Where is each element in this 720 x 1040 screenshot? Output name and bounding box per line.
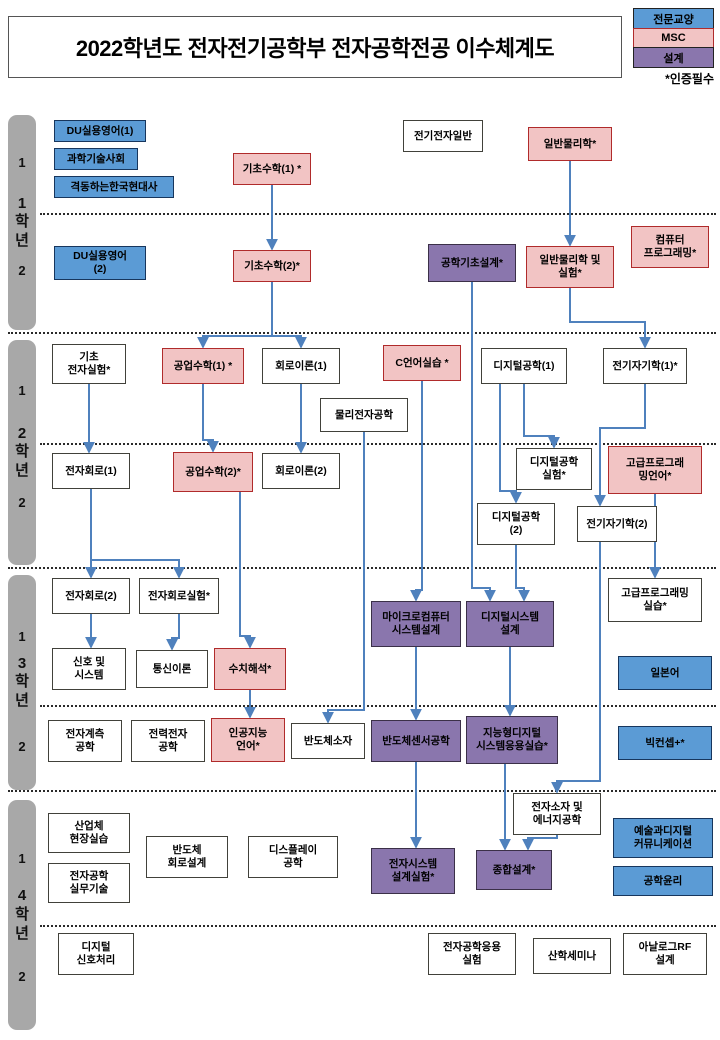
legend: 전문교양 MSC 설계 [633,8,714,68]
course-circuit-theory-2: 회로이론(2) [262,453,340,489]
course-digital-engineering-lab: 디지털공학 실험* [516,448,592,490]
course-electronic-circuits-1: 전자회로(1) [52,453,130,489]
course-electronic-circuits-lab: 전자회로실험* [139,578,219,614]
course-electronic-instrumentation: 전자계측 공학 [48,720,122,762]
year-bar-3: 1 2 3 학 년 [8,575,36,790]
prereq-arrow-basic-math-2--engineering-math-1 [197,282,273,349]
prereq-arrow-electromagnetics-2--electronic-devices-energy [551,542,601,794]
year-2-semester-2-label: 2 [18,495,26,510]
year-3-semester-1-label: 1 [18,629,26,644]
divider-year4-semesters [40,925,716,927]
course-industry-field-training: 산업체 현장실습 [48,813,130,853]
prereq-arrow-electronic-circuits-lab--communication-theory [166,614,180,651]
course-engineering-ethics: 공학윤리 [613,866,713,896]
year-4-semester-1-label: 1 [18,851,26,866]
year-1-label: 1 학 년 [15,194,29,249]
year-3-label: 3 학 년 [15,654,29,709]
prereq-arrow-digital-engineering-2--digital-system-design [515,545,530,602]
course-digital-system-design: 디지털시스템 설계 [466,601,554,647]
legend-item-msc: MSC [633,27,714,49]
course-capstone-design: 종합설계* [476,850,552,890]
course-science-tech-society: 과학기술사회 [54,148,138,170]
course-electronics-practical-skills: 전자공학 실무기술 [48,863,130,903]
year-2-label: 2 학 년 [15,424,29,479]
course-engineering-math-2: 공업수학(2)* [173,452,253,492]
prereq-arrow-general-physics-lab--electromagnetics-1 [569,288,651,349]
page-title: 2022학년도 전자전기공학부 전자공학전공 이수체계도 [8,16,622,78]
certification-required-note: *인증필수 [665,72,714,86]
course-electromagnetics-1: 전기자기학(1)* [603,348,687,384]
course-digital-engineering-1: 디지털공학(1) [481,348,567,384]
divider-year2-year3 [8,567,716,569]
course-digital-signal-processing: 디지털 신호처리 [58,933,134,975]
prereq-arrow-engineering-math-1--engineering-math-2 [202,384,219,453]
course-du-english-2: DU실용영어 (2) [54,246,146,280]
course-intelligent-digital-system-practice: 지능형디지털 시스템응용실습* [466,716,558,764]
course-du-english-1: DU실용영어(1) [54,120,146,142]
course-general-physics: 일반물리학* [528,127,612,161]
divider-year2-semesters [40,443,716,445]
year-1-semester-2-label: 2 [18,263,26,278]
course-electronic-system-design-lab: 전자시스템 설계실험* [371,848,455,894]
course-advanced-programming-practice: 고급프로그래밍 실습* [608,578,702,622]
course-power-electronics: 전력전자 공학 [131,720,205,762]
course-electromagnetics-2: 전기자기학(2) [577,506,657,542]
year-1-semester-1-label: 1 [18,155,26,170]
course-electronic-circuits-2: 전자회로(2) [52,578,130,614]
year-bar-2: 1 2 2 학 년 [8,340,36,565]
course-display-engineering: 디스플레이 공학 [248,836,338,878]
course-numerical-analysis: 수치해석* [214,648,286,690]
course-semiconductor-circuit-design: 반도체 회로설계 [146,836,228,878]
course-c-language-practice: C언어실습 * [383,345,461,381]
course-physical-electronics: 물리전자공학 [320,398,408,432]
course-general-physics-lab: 일반물리학 및 실험* [526,246,614,288]
prereq-arrow-basic-math-2--circuit-theory-1 [271,282,307,349]
course-industry-academic-seminar: 산학세미나 [533,938,611,974]
divider-year1-year2 [8,332,716,334]
course-basic-math-2: 기초수학(2)* [233,250,311,282]
divider-year1-semesters [40,213,716,215]
course-semiconductor-sensor-engineering: 반도체센서공학 [371,720,461,762]
year-2-semester-1-label: 1 [18,383,26,398]
course-electric-electronics-general: 전기전자일반 [403,120,483,152]
course-semiconductor-devices: 반도체소자 [291,723,365,759]
course-computer-programming: 컴퓨터 프로그래밍* [631,226,709,268]
prereq-arrow-electronic-devices-energy--capstone-design [522,835,558,851]
divider-year3-semesters [40,705,716,707]
course-electronic-devices-energy: 전자소자 및 에너지공학 [513,793,601,835]
course-circuit-theory-1: 회로이론(1) [262,348,340,384]
prereq-arrow-engineering-basic-design--digital-system-design [471,282,496,602]
year-bar-1: 1 2 1 학 년 [8,115,36,330]
course-microcomputer-system-design: 마이크로컴퓨터 시스템설계 [371,601,461,647]
prereq-arrow-electronic-circuits-1--electronic-circuits-lab [90,489,185,579]
year-bar-4: 1 2 4 학 년 [8,800,36,1030]
course-engineering-basic-design: 공학기초설계* [428,244,516,282]
year-3-semester-2-label: 2 [18,739,26,754]
course-digital-engineering-2: 디지털공학 (2) [477,503,555,545]
course-signals-and-systems: 신호 및 시스템 [52,648,126,690]
course-big-concept-plus: 빅컨셉+* [618,726,712,760]
year-4-semester-2-label: 2 [18,969,26,984]
course-korean-modern-history: 격동하는한국현대사 [54,176,174,198]
year-4-label: 4 학 년 [15,886,29,942]
course-electronics-applied-lab: 전자공학응용 실험 [428,933,516,975]
prereq-arrow-engineering-math-2--numerical-analysis [239,492,256,649]
course-basic-math-1: 기초수학(1) * [233,153,311,185]
course-analog-rf-design: 아날로그RF 설계 [623,933,707,975]
divider-year3-year4 [8,790,716,792]
course-basic-electronics-lab: 기초 전자실험* [52,344,126,384]
course-japanese: 일본어 [618,656,712,690]
course-engineering-math-1: 공업수학(1) * [162,348,244,384]
legend-item-liberal-arts: 전문교양 [633,8,714,29]
course-communication-theory: 통신이론 [136,650,208,688]
course-advanced-programming-language: 고급프로그래 밍언어* [608,446,702,494]
course-ai-language: 인공지능 언어* [211,718,285,762]
course-art-digital-communication: 예술과디지털 커뮤니케이션 [613,818,713,858]
legend-item-design: 설계 [633,47,714,68]
prereq-arrow-digital-engineering-1--digital-engineering-lab [523,384,560,449]
